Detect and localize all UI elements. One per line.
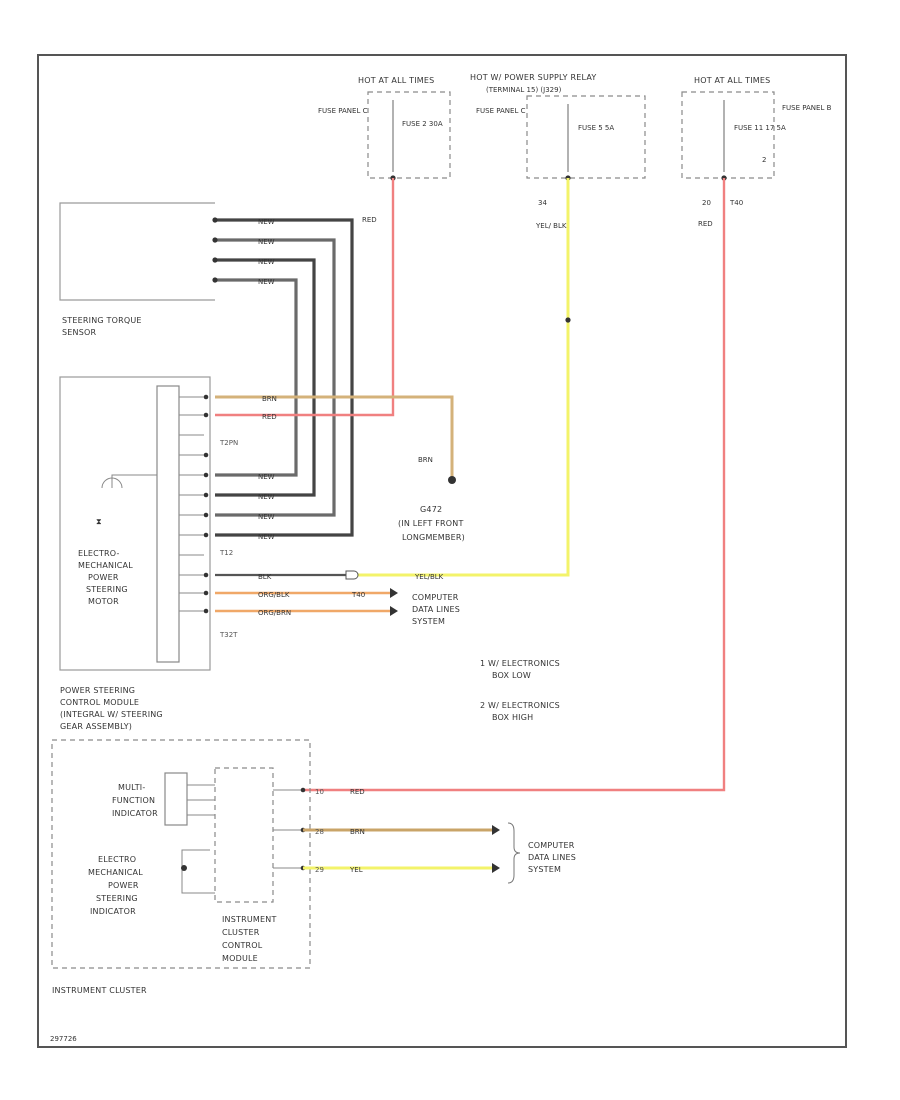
sensor-wire-label-3: NEW: [258, 258, 275, 266]
ps-module-label-2: CONTROL MODULE: [60, 698, 139, 707]
power-source-1-panel: FUSE PANEL C: [318, 107, 368, 115]
wire-label-org-brn: ORG/BRN: [258, 609, 291, 617]
sensor-wire-dots: [212, 217, 218, 283]
power-source-2-title2: (TERMINAL 15) (J329): [486, 86, 562, 94]
power-source-3-side: 2: [762, 156, 766, 164]
motor-label-2: MECHANICAL: [78, 561, 133, 570]
conn-t2pn: T2PN: [219, 439, 238, 447]
wire-label-red3-pin: 20: [702, 199, 711, 207]
ps-module-label-4: GEAR ASSEMBLY): [60, 722, 132, 731]
wire-label-ic-red: RED: [350, 788, 365, 796]
wire-label-yel-blk: YEL/BLK: [414, 573, 444, 581]
wire-label-red-top: RED: [362, 216, 377, 224]
ps-module-label-1: POWER STEERING: [60, 686, 135, 695]
ic-cdl-label-3: SYSTEM: [528, 865, 561, 874]
note-2-line-1: 2 W/ ELECTRONICS: [480, 701, 560, 710]
ic-control-label-2: CLUSTER: [222, 928, 260, 937]
wire-label-red3-conn: T40: [729, 199, 743, 207]
ic-control-label-1: INSTRUMENT: [222, 915, 277, 924]
ground-label3: LONGMEMBER): [402, 533, 465, 542]
note-1-line-2: BOX LOW: [492, 671, 531, 680]
motor-wire-label-3: NEW: [258, 513, 275, 521]
cdl-label-2: DATA LINES: [412, 605, 460, 614]
motor-wire-label-4: NEW: [258, 533, 275, 541]
sensor-wires: [215, 218, 354, 537]
sensor-wire-label-4: NEW: [258, 278, 275, 286]
multi-function-label-1: MULTI-: [118, 783, 145, 792]
wire-red-fuse11: [303, 178, 726, 792]
ic-pin-3: 29: [315, 866, 324, 874]
ems-indicator-label-5: INDICATOR: [90, 907, 136, 916]
power-source-1-fuse: FUSE 2 30A: [402, 120, 443, 128]
ic-control-label-4: MODULE: [222, 954, 258, 963]
wire-label-ic-yel: YEL: [349, 866, 363, 874]
ground-label: G472: [420, 505, 442, 514]
ems-indicator-label-2: MECHANICAL: [88, 868, 143, 877]
ic-cdl-label-2: DATA LINES: [528, 853, 576, 862]
wire-red-fuse2: [215, 178, 395, 417]
power-source-2-fuse: FUSE 5 5A: [578, 124, 614, 132]
wire-label-yel-pin: 34: [538, 199, 547, 207]
motor-label-1: ELECTRO-: [78, 549, 120, 558]
sensor-wire-label-1: NEW: [258, 218, 275, 226]
ic-pin-2: 28: [315, 828, 324, 836]
ground-label2: (IN LEFT FRONT: [398, 519, 464, 528]
ic-cdl-label-1: COMPUTER: [528, 841, 575, 850]
wire-label-brn: BRN: [262, 395, 277, 403]
power-source-3-panel: FUSE PANEL B: [782, 104, 832, 112]
power-source-3-fuse: FUSE 11 17 5A: [734, 124, 786, 132]
torque-sensor-label: STEERING TORQUE: [62, 316, 142, 325]
cdl-label-3: SYSTEM: [412, 617, 445, 626]
instrument-cluster-label: INSTRUMENT CLUSTER: [52, 986, 147, 995]
wire-label-t40a: T40: [351, 591, 365, 599]
ems-indicator-label-1: ELECTRO: [98, 855, 136, 864]
steering-torque-sensor: STEERING TORQUE SENSOR: [59, 202, 215, 337]
note-1-line-1: 1 W/ ELECTRONICS: [480, 659, 560, 668]
conn-t32t: T32T: [219, 631, 238, 639]
wire-brown-ground: [215, 395, 454, 478]
motor-wire-label-2: NEW: [258, 493, 275, 501]
wire-label-ic-brn: BRN: [350, 828, 365, 836]
ps-module-label-3: (INTEGRAL W/ STEERING: [60, 710, 163, 719]
multi-function-label-2: FUNCTION: [112, 796, 155, 805]
wire-label-yel-top: YEL/ BLK: [535, 222, 567, 230]
sensor-wire-label-2: NEW: [258, 238, 275, 246]
diagram-frame: [37, 54, 847, 1048]
ems-indicator-label-4: STEERING: [96, 894, 138, 903]
wire-label-red3-top: RED: [698, 220, 713, 228]
motor-label-5: MOTOR: [88, 597, 119, 606]
wire-label-blk: BLK: [258, 573, 272, 581]
power-source-2-title: HOT W/ POWER SUPPLY RELAY: [470, 73, 596, 82]
instrument-cluster: MULTI- FUNCTION INDICATOR ELECTRO MECHAN…: [51, 739, 311, 969]
power-source-1: HOT AT ALL TIMES FUSE PANEL C FUSE 2 30A: [318, 76, 451, 181]
wire-yellow-fuse5: [352, 178, 570, 577]
power-source-1-title: HOT AT ALL TIMES: [358, 76, 434, 85]
power-source-2-panel: FUSE PANEL C: [476, 107, 526, 115]
conn-t12: T12: [219, 549, 233, 557]
torque-sensor-label2: SENSOR: [62, 328, 96, 337]
power-source-2: HOT W/ POWER SUPPLY RELAY (TERMINAL 15) …: [470, 73, 646, 181]
motor-label-4: STEERING: [86, 585, 128, 594]
motor-symbol-icon: ⧗: [96, 517, 102, 526]
motor-label-3: POWER: [88, 573, 119, 582]
ic-pin-1: 10: [315, 788, 324, 796]
inline-connector: [345, 570, 359, 580]
footer-code: 297726: [50, 1035, 77, 1043]
ems-indicator-label-3: POWER: [108, 881, 139, 890]
power-source-3-title: HOT AT ALL TIMES: [694, 76, 770, 85]
power-steering-module: ⧗ ELECTRO- MECHANICAL POWER STEERING MOT…: [59, 376, 238, 671]
cdl-label-1: COMPUTER: [412, 593, 459, 602]
wire-label-brn-ground: BRN: [418, 456, 433, 464]
power-source-3: HOT AT ALL TIMES FUSE PANEL B FUSE 11 17…: [681, 76, 832, 181]
multi-function-label-3: INDICATOR: [112, 809, 158, 818]
ic-control-label-3: CONTROL: [222, 941, 263, 950]
wire-label-org-blk: ORG/BLK: [258, 591, 290, 599]
note-2-line-2: BOX HIGH: [492, 713, 533, 722]
wire-label-red-mod: RED: [262, 413, 277, 421]
motor-wire-label-1: NEW: [258, 473, 275, 481]
